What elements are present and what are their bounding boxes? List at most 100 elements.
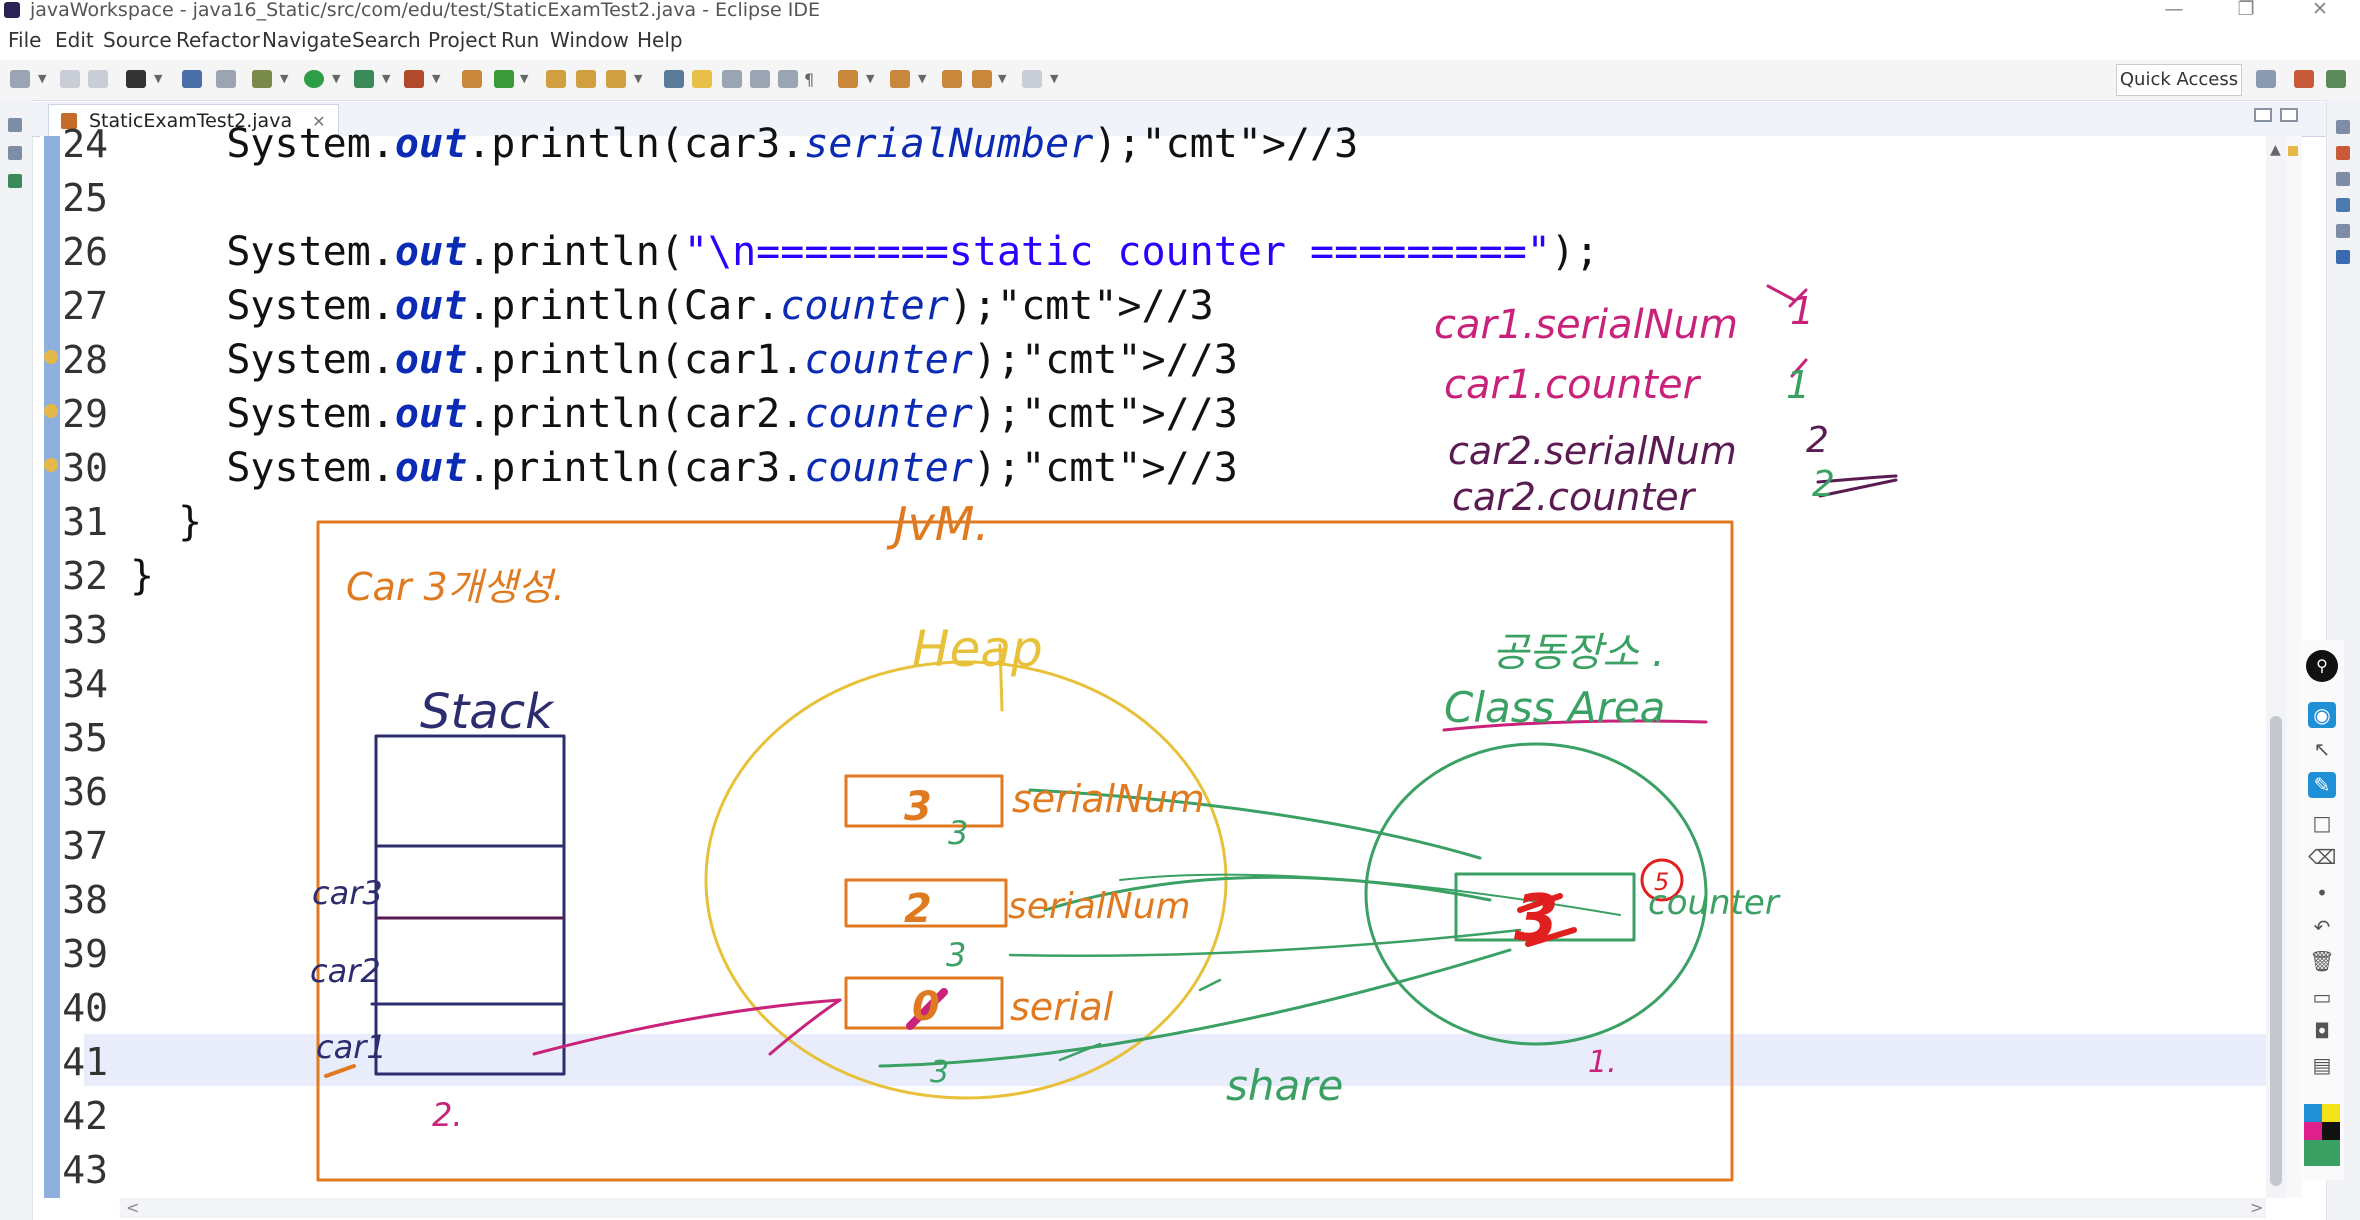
chevron-down-icon[interactable]: ▼ <box>1050 72 1059 85</box>
color-swatch-yellow[interactable] <box>2322 1104 2340 1122</box>
back-icon[interactable] <box>972 70 992 88</box>
pointer-icon[interactable]: ↖ <box>2313 737 2331 761</box>
menu-file[interactable]: File <box>8 28 42 52</box>
dot-icon[interactable]: • <box>2316 881 2328 905</box>
terminal-icon[interactable] <box>182 70 202 88</box>
external-tools-icon[interactable] <box>404 70 424 88</box>
code-editor[interactable] <box>40 136 2266 1198</box>
chevron-down-icon[interactable]: ▼ <box>866 72 875 85</box>
eraser-icon[interactable]: ⌫ <box>2308 845 2337 869</box>
close-tab-icon[interactable]: ✕ <box>312 112 326 131</box>
code-line[interactable]: System.out.println(car3.counter);"cmt">/… <box>130 445 1238 491</box>
tab-staticexamtest2[interactable]: StaticExamTest2.java ✕ <box>48 104 339 137</box>
new-icon[interactable] <box>10 70 30 88</box>
code-line[interactable]: System.out.println(car2.counter);"cmt">/… <box>130 391 1238 437</box>
save-icon[interactable] <box>60 70 80 88</box>
pilcrow-icon[interactable]: ¶ <box>804 70 815 89</box>
new-class-icon[interactable] <box>494 70 514 88</box>
outline-icon[interactable] <box>2336 172 2350 186</box>
warning-marker-icon[interactable] <box>44 404 58 418</box>
menu-edit[interactable]: Edit <box>55 28 94 52</box>
forward-icon[interactable] <box>1022 70 1042 88</box>
restore-view-icon[interactable] <box>2336 120 2350 134</box>
debug-icon[interactable] <box>252 70 272 88</box>
skip-breakpoints-icon[interactable] <box>216 70 236 88</box>
run-icon[interactable] <box>304 70 324 88</box>
package-explorer-icon[interactable] <box>8 146 22 160</box>
close-button[interactable]: ✕ <box>2312 0 2328 20</box>
pen-icon[interactable]: ✎ <box>2308 772 2336 798</box>
minimize-editor-icon[interactable] <box>2254 108 2272 122</box>
camera-icon[interactable]: ◘ <box>2314 1019 2330 1043</box>
undo-icon[interactable]: ↶ <box>2313 915 2331 939</box>
open-perspective-icon[interactable] <box>2256 70 2276 88</box>
word-wrap-icon[interactable] <box>750 70 770 88</box>
new-java-project-icon[interactable] <box>462 70 482 88</box>
chevron-down-icon[interactable]: ▼ <box>382 72 391 85</box>
code-line[interactable]: System.out.println(Car.counter);"cmt">//… <box>130 283 1214 329</box>
whiteboard-icon[interactable]: ▭ <box>2312 985 2332 1009</box>
color-swatch-black[interactable] <box>2322 1122 2340 1140</box>
color-swatch-blue[interactable] <box>2304 1104 2322 1122</box>
eye-icon[interactable]: ◉ <box>2308 702 2336 728</box>
hierarchy-icon[interactable] <box>8 174 22 188</box>
warning-marker-icon[interactable] <box>44 350 58 364</box>
restore-view-icon[interactable] <box>8 118 22 132</box>
code-line[interactable]: } <box>130 499 203 545</box>
pin-icon[interactable]: ⚲ <box>2306 650 2338 682</box>
prev-annotation-icon[interactable] <box>890 70 910 88</box>
chevron-down-icon[interactable]: ▼ <box>38 72 47 85</box>
menu-help[interactable]: Help <box>637 28 683 52</box>
java-perspective-icon[interactable] <box>2294 70 2314 88</box>
toggle-markers-icon[interactable] <box>664 70 684 88</box>
color-swatch-green[interactable] <box>2304 1140 2340 1166</box>
vertical-scrollbar[interactable]: ▲ <box>2266 136 2286 1198</box>
horizontal-scrollbar[interactable]: < > <box>120 1198 2266 1218</box>
chevron-down-icon[interactable]: ▼ <box>634 72 643 85</box>
scroll-left-icon[interactable]: < <box>126 1198 140 1217</box>
menu-run[interactable]: Run <box>501 28 540 52</box>
debug-perspective-icon[interactable] <box>2326 70 2346 88</box>
save-all-icon[interactable] <box>88 70 108 88</box>
search-icon[interactable] <box>606 70 626 88</box>
restore-button[interactable]: ❐ <box>2237 0 2255 20</box>
code-line[interactable]: System.out.println(car1.counter);"cmt">/… <box>130 337 1238 383</box>
chevron-down-icon[interactable]: ▼ <box>998 72 1007 85</box>
menu-window[interactable]: Window <box>550 28 629 52</box>
task-list-icon[interactable] <box>2336 146 2350 160</box>
code-line[interactable]: } <box>130 553 155 599</box>
coverage-icon[interactable] <box>354 70 374 88</box>
menu-project[interactable]: Project <box>428 28 497 52</box>
open-type-icon[interactable] <box>546 70 566 88</box>
minimize-button[interactable]: — <box>2164 0 2184 20</box>
overview-warning-marker[interactable] <box>2288 146 2298 156</box>
highlight-icon[interactable] <box>692 70 712 88</box>
maximize-editor-icon[interactable] <box>2280 108 2298 122</box>
chevron-down-icon[interactable]: ▼ <box>332 72 341 85</box>
javadoc-icon[interactable] <box>2336 224 2350 238</box>
chevron-down-icon[interactable]: ▼ <box>918 72 927 85</box>
clipboard-icon[interactable]: ▤ <box>2312 1053 2332 1077</box>
menu-navigate[interactable]: Navigate <box>262 28 352 52</box>
color-swatch-magenta[interactable] <box>2304 1122 2322 1140</box>
scroll-right-icon[interactable]: > <box>2250 1198 2264 1217</box>
next-annotation-icon[interactable] <box>838 70 858 88</box>
open-task-icon[interactable] <box>576 70 596 88</box>
profile-icon[interactable] <box>126 70 146 88</box>
quick-access-field[interactable]: Quick Access <box>2116 64 2242 96</box>
code-line[interactable]: System.out.println(car3.serialNumber);"c… <box>130 121 1359 167</box>
trash-icon[interactable]: 🗑 <box>2309 949 2335 973</box>
block-selection-icon[interactable] <box>722 70 742 88</box>
at-sign-icon[interactable] <box>2336 198 2350 212</box>
rectangle-icon[interactable]: □ <box>2312 811 2332 835</box>
chevron-down-icon[interactable]: ▼ <box>280 72 289 85</box>
show-whitespace-icon[interactable] <box>778 70 798 88</box>
menu-search[interactable]: Search <box>352 28 421 52</box>
chevron-down-icon[interactable]: ▼ <box>432 72 441 85</box>
scroll-up-icon[interactable]: ▲ <box>2270 142 2281 158</box>
scrollbar-thumb[interactable] <box>2270 716 2282 1186</box>
console-icon[interactable] <box>2336 250 2350 264</box>
menu-refactor[interactable]: Refactor <box>176 28 260 52</box>
code-line[interactable]: System.out.println("\n========static cou… <box>130 229 1600 275</box>
last-edit-icon[interactable] <box>942 70 962 88</box>
